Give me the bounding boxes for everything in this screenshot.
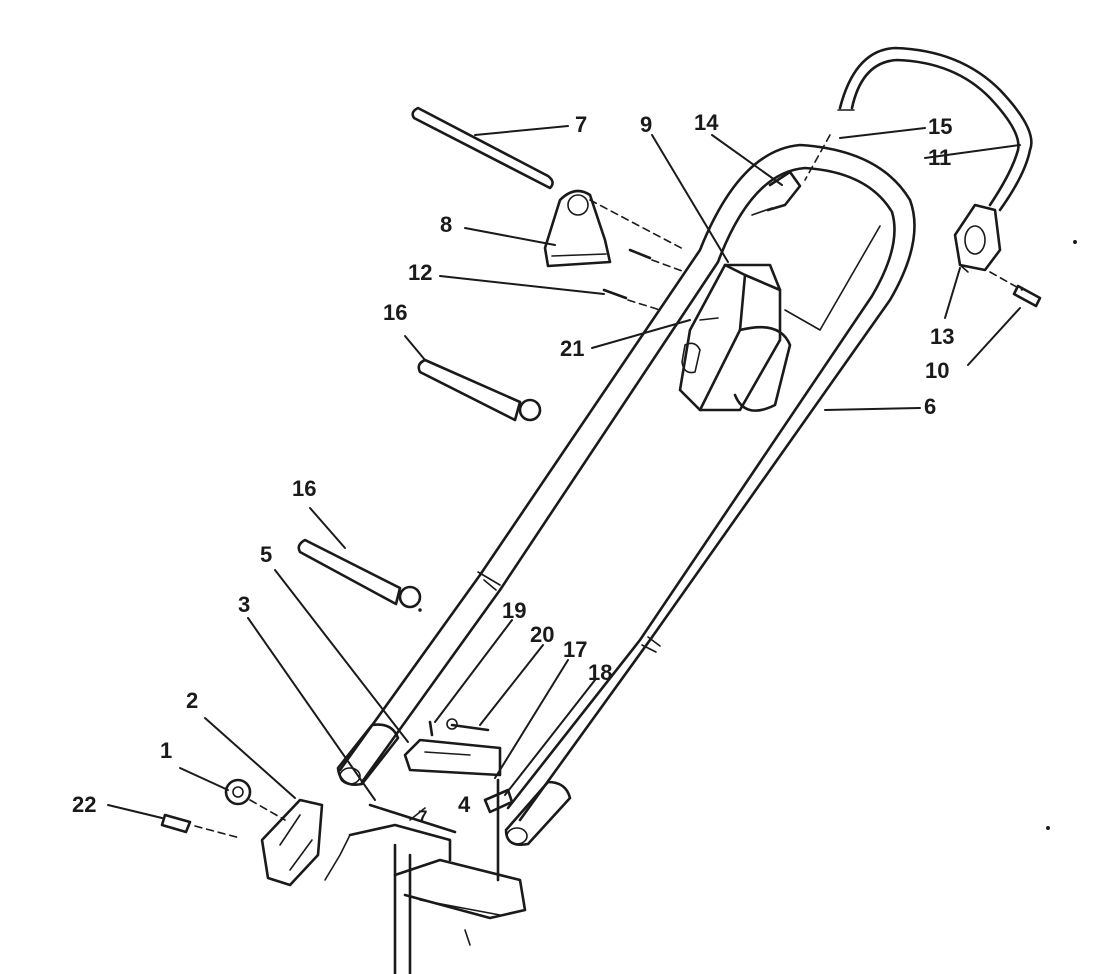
callout-21: 21 (560, 336, 584, 361)
callout-19: 19 (502, 598, 526, 623)
callout-15: 15 (928, 114, 952, 139)
callout-7-lower: 7 (418, 807, 427, 826)
callout-6: 6 (924, 394, 936, 419)
callout-3: 3 (238, 592, 250, 617)
callout-1: 1 (160, 738, 172, 763)
callout-11: 11 (928, 145, 951, 170)
bail-bracket-part-13 (953, 203, 1002, 273)
control-box-part-9 (678, 263, 792, 412)
screw-part-19 (428, 720, 434, 737)
scan-specks (418, 240, 1077, 830)
clip-part-18 (483, 788, 514, 814)
upper-handle-part-6 (336, 143, 916, 846)
callout-14: 14 (694, 110, 719, 135)
knob-part-1 (224, 778, 286, 821)
callout-22: 22 (72, 792, 96, 817)
callout-labels: 7 9 14 15 11 8 12 16 21 13 10 6 16 5 3 1… (72, 110, 954, 826)
callout-2: 2 (186, 688, 198, 713)
mower-deck-housing (324, 823, 527, 974)
callout-17: 17 (563, 637, 587, 662)
tube-part-16-upper (417, 358, 542, 422)
callout-4: 4 (458, 792, 471, 817)
callout-12: 12 (408, 260, 432, 285)
callout-20: 20 (530, 622, 554, 647)
operator-bail-part-11 (837, 46, 1033, 212)
bolt-part-20 (446, 718, 490, 732)
bolt-part-22 (160, 813, 241, 839)
callout-5: 5 (260, 542, 272, 567)
leader-lines (107, 125, 1021, 819)
callout-7-upper: 7 (575, 112, 587, 137)
cable-clip-part-14 (751, 170, 802, 216)
bolt-part-3 (368, 803, 457, 834)
bolt-part-10 (989, 271, 1042, 308)
mounting-plate-part-5 (403, 738, 502, 777)
cable-part-15 (804, 134, 831, 181)
handle-bracket-part-8 (543, 189, 686, 268)
callout-13: 13 (930, 324, 954, 349)
callout-18: 18 (588, 660, 612, 685)
bolt-part-12 (602, 248, 686, 311)
height-adjuster-part-2 (260, 798, 324, 887)
callout-16-upper: 16 (383, 300, 407, 325)
callout-10: 10 (925, 358, 949, 383)
tube-part-16-lower (297, 538, 422, 609)
callout-8: 8 (440, 212, 452, 237)
rod-part-7-upper (411, 106, 554, 190)
callout-16-lower: 16 (292, 476, 316, 501)
callout-9: 9 (640, 112, 652, 137)
